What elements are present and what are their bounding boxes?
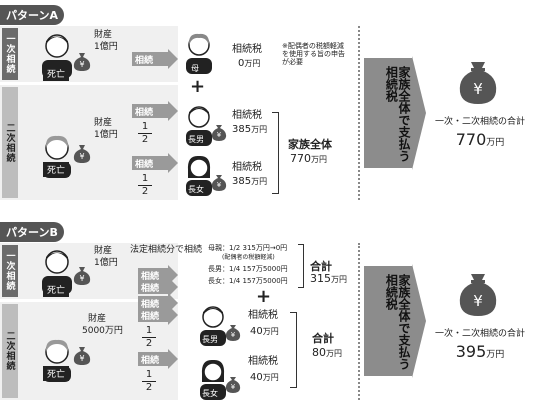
mother-avatar	[186, 33, 212, 74]
mother-share-note: (配偶者の税額軽減)	[222, 254, 275, 261]
pattern-b-tag: パターンB	[0, 222, 64, 242]
first-sum-value: 315万円	[310, 272, 347, 285]
money-bag-icon: ¥	[73, 53, 91, 71]
pattern-b-second-label: 二次相続	[2, 304, 18, 398]
plus-sign: +	[256, 286, 272, 307]
asset-label: 財産	[94, 30, 113, 40]
tax-amount: 0万円	[238, 58, 261, 69]
big-arrow-text: 家族全体で支払う相続税	[384, 274, 411, 370]
eldest-son-avatar	[186, 106, 212, 146]
tax-amount: 385万円	[232, 124, 268, 135]
tax-amount: 40万円	[250, 326, 279, 337]
heir-daughter-label: 長女	[188, 185, 204, 194]
pattern-a-tag: パターンA	[0, 5, 64, 25]
second-sum-label: 合計	[312, 332, 334, 345]
inherit-arrow: 相続	[138, 305, 178, 325]
asset-value: 1億円	[94, 42, 118, 52]
svg-text:¥: ¥	[79, 60, 84, 69]
money-bag-icon: ¥	[73, 145, 91, 163]
money-bag-icon: ¥	[225, 325, 241, 341]
daughter-share-line: 長女：1/4 157万5000円	[208, 277, 288, 285]
inherit-arrow: 相続	[138, 265, 178, 285]
svg-text:¥: ¥	[473, 80, 483, 98]
svg-text:¥: ¥	[231, 383, 236, 391]
svg-text:¥: ¥	[473, 292, 483, 310]
money-bag-icon: ¥	[211, 125, 227, 141]
sum-bracket	[272, 112, 279, 194]
total-value: 770万円	[455, 130, 505, 149]
deceased-badge: 死亡	[43, 162, 70, 177]
asset-value: 1億円	[94, 130, 118, 140]
tax-label: 相続税	[232, 162, 262, 173]
asset-label: 財産	[94, 246, 113, 256]
divider-line	[358, 243, 360, 400]
asset-value: 1億円	[94, 258, 118, 268]
asset-label: 財産	[94, 118, 113, 128]
pattern-a-second-label: 二次相続	[2, 87, 18, 198]
divider-line	[358, 26, 360, 200]
sum-bracket	[298, 244, 304, 288]
svg-text:¥: ¥	[217, 181, 222, 189]
inherit-arrow: 相続	[132, 153, 178, 173]
money-bag-icon: ¥	[211, 175, 227, 191]
deceased-badge: 死亡	[43, 366, 70, 381]
tax-label: 相続税	[232, 44, 262, 55]
svg-text:¥: ¥	[79, 274, 84, 283]
money-bag-icon: ¥	[73, 347, 91, 365]
asset-value: 5000万円	[82, 326, 123, 336]
plus-sign: +	[190, 76, 206, 97]
tax-amount: 40万円	[250, 372, 279, 383]
pattern-a-first-label: 一次相続	[2, 28, 18, 80]
inherit-arrow: 相続	[132, 49, 178, 69]
mother-share-line: 母親：1/2 315万円→0円	[208, 244, 288, 252]
total-label: 一次・二次相続の合計	[434, 117, 525, 127]
eldest-daughter-avatar	[200, 359, 226, 400]
svg-text:¥: ¥	[217, 131, 222, 139]
money-bag-icon: ¥	[73, 267, 91, 285]
money-bag-icon: ¥	[225, 377, 241, 393]
sum-bracket	[290, 312, 297, 388]
svg-text:¥: ¥	[79, 152, 84, 161]
inherit-arrow: 相続	[132, 101, 178, 121]
heir-daughter-label: 長女	[202, 389, 218, 398]
statutory-share-header: 法定相続分で相続	[130, 245, 203, 255]
inherit-arrow: 相続	[138, 293, 178, 313]
family-total-value: 770万円	[290, 152, 327, 165]
svg-text:¥: ¥	[231, 331, 236, 339]
heir-son-label: 長男	[202, 335, 218, 344]
deceased-badge: 死亡	[43, 66, 70, 81]
tax-amount: 385万円	[232, 176, 268, 187]
spouse-note: ※配偶者の税額軽減を使用する旨の申告が必要	[282, 42, 345, 67]
total-value: 395万円	[455, 342, 505, 361]
second-sum-value: 80万円	[312, 346, 342, 359]
heir-mother-label: 母	[191, 64, 199, 73]
money-bag-icon: ¥	[459, 62, 497, 104]
heir-son-label: 長男	[188, 135, 204, 144]
svg-text:¥: ¥	[79, 354, 84, 363]
eldest-daughter-avatar	[186, 155, 212, 196]
first-sum-label: 合計	[310, 260, 332, 273]
inherit-arrow: 相続	[138, 277, 178, 297]
deceased-badge: 死亡	[43, 282, 70, 297]
inherit-arrow: 相続	[138, 349, 178, 369]
tax-label: 相続税	[248, 356, 278, 367]
asset-label: 財産	[88, 314, 107, 324]
big-arrow-text: 家族全体で支払う相続税	[384, 66, 411, 162]
pattern-b-first-label: 一次相続	[2, 245, 18, 297]
son-share-line: 長男：1/4 157万5000円	[208, 265, 288, 273]
tax-label: 相続税	[232, 110, 262, 121]
eldest-son-avatar	[200, 306, 226, 346]
money-bag-icon: ¥	[459, 274, 497, 316]
total-label: 一次・二次相続の合計	[434, 329, 525, 339]
family-total-label: 家族全体	[288, 138, 332, 151]
tax-label: 相続税	[248, 310, 278, 321]
